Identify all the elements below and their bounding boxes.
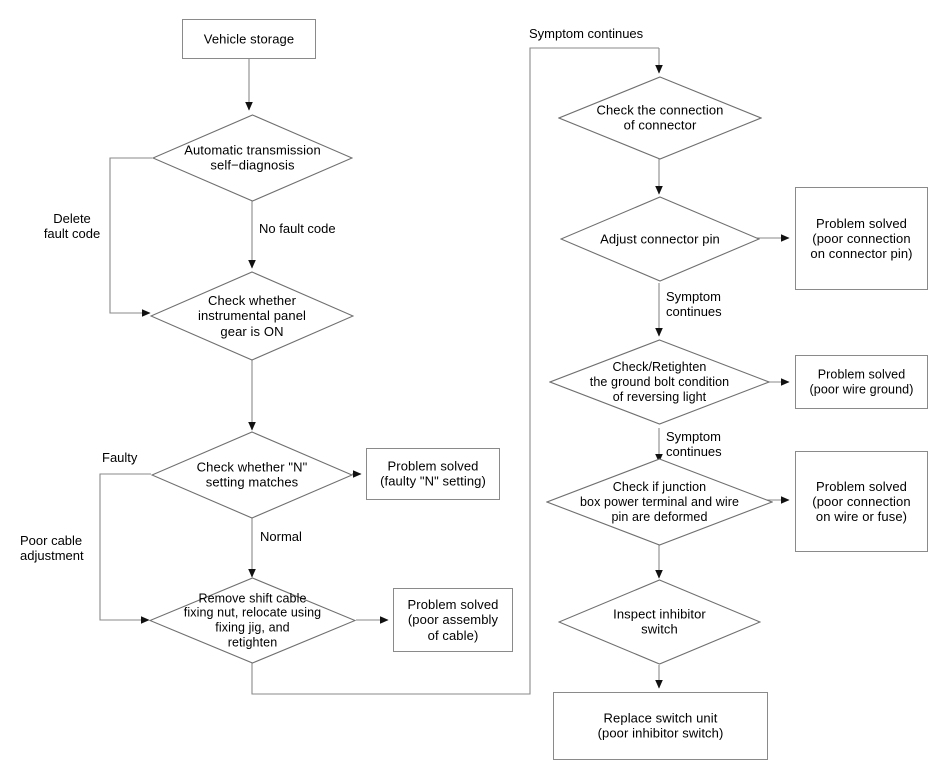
diamond-shape — [546, 458, 773, 546]
node-inspect-inhibitor[interactable]: Inspect inhibitor switch — [558, 579, 761, 665]
diamond-shape — [150, 271, 354, 361]
node-ground-bolt[interactable]: Check/Retighten the ground bolt conditio… — [549, 339, 770, 425]
diamond-shape — [558, 76, 762, 160]
node-label: Replace switch unit (poor inhibitor swit… — [597, 710, 724, 741]
node-n-setting[interactable]: Check whether "N" setting matches — [151, 431, 353, 519]
node-junction-box[interactable]: Check if junction box power terminal and… — [546, 458, 773, 546]
wire-poor-cable-loop — [99, 473, 151, 624]
node-adjust-connector-pin[interactable]: Adjust connector pin — [560, 196, 760, 282]
node-label: Problem solved (poor wire ground) — [809, 367, 914, 396]
node-remove-shift-cable[interactable]: Remove shift cable fixing nut, relocate … — [149, 577, 356, 664]
node-label: Check whether "N" setting matches — [196, 459, 308, 490]
node-solved-cable-assembly[interactable]: Problem solved (poor assembly of cable) — [393, 588, 513, 652]
node-vehicle-storage[interactable]: Vehicle storage — [182, 19, 316, 59]
node-label: Problem solved (poor connection on conne… — [810, 215, 913, 262]
node-solved-wire-ground[interactable]: Problem solved (poor wire ground) — [795, 355, 928, 409]
edge-label-symptom-continues-ground: Symptom continues — [666, 429, 722, 460]
node-label: Check whether instrumental panel gear is… — [197, 293, 307, 339]
node-label: Inspect inhibitor switch — [613, 606, 706, 637]
node-label: Problem solved (faulty "N" setting) — [380, 458, 486, 489]
diamond-shape — [152, 114, 353, 202]
diamond-shape — [560, 196, 760, 282]
node-solved-n-setting[interactable]: Problem solved (faulty "N" setting) — [366, 448, 500, 500]
node-label: Check/Retighten the ground bolt conditio… — [589, 359, 730, 404]
node-solved-wire-or-fuse[interactable]: Problem solved (poor connection on wire … — [795, 451, 928, 552]
node-label: Adjust connector pin — [600, 231, 720, 247]
node-label: Check the connection of connector — [596, 102, 724, 133]
edge-label-symptom-continues-top: Symptom continues — [529, 26, 644, 41]
node-label: Automatic transmission self−diagnosis — [184, 142, 321, 173]
node-check-connector[interactable]: Check the connection of connector — [558, 76, 762, 160]
node-label: Check if junction box power terminal and… — [579, 479, 740, 524]
wire-delete-fault-code-loop — [109, 157, 152, 317]
edge-label-delete-fault-code: Delete fault code — [43, 211, 101, 242]
node-instrumental-panel[interactable]: Check whether instrumental panel gear is… — [150, 271, 354, 361]
edge-label-no-fault-code: No fault code — [259, 221, 336, 236]
edge-label-poor-cable-adjustment: Poor cable adjustment — [20, 533, 84, 564]
node-self-diagnosis[interactable]: Automatic transmission self−diagnosis — [152, 114, 353, 202]
node-label: Problem solved (poor connection on wire … — [812, 478, 911, 525]
edge-label-normal: Normal — [260, 529, 302, 544]
node-solved-connector-pin[interactable]: Problem solved (poor connection on conne… — [795, 187, 928, 290]
diamond-shape — [149, 577, 356, 664]
edge-label-symptom-continues-pin: Symptom continues — [666, 289, 722, 320]
diamond-shape — [151, 431, 353, 519]
node-replace-switch-unit[interactable]: Replace switch unit (poor inhibitor swit… — [553, 692, 768, 760]
diamond-shape — [558, 579, 761, 665]
node-label: Remove shift cable fixing nut, relocate … — [183, 591, 322, 650]
node-label: Problem solved (poor assembly of cable) — [407, 597, 499, 643]
diamond-shape — [549, 339, 770, 425]
edge-label-faulty: Faulty — [102, 450, 138, 465]
node-label: Vehicle storage — [203, 31, 295, 47]
